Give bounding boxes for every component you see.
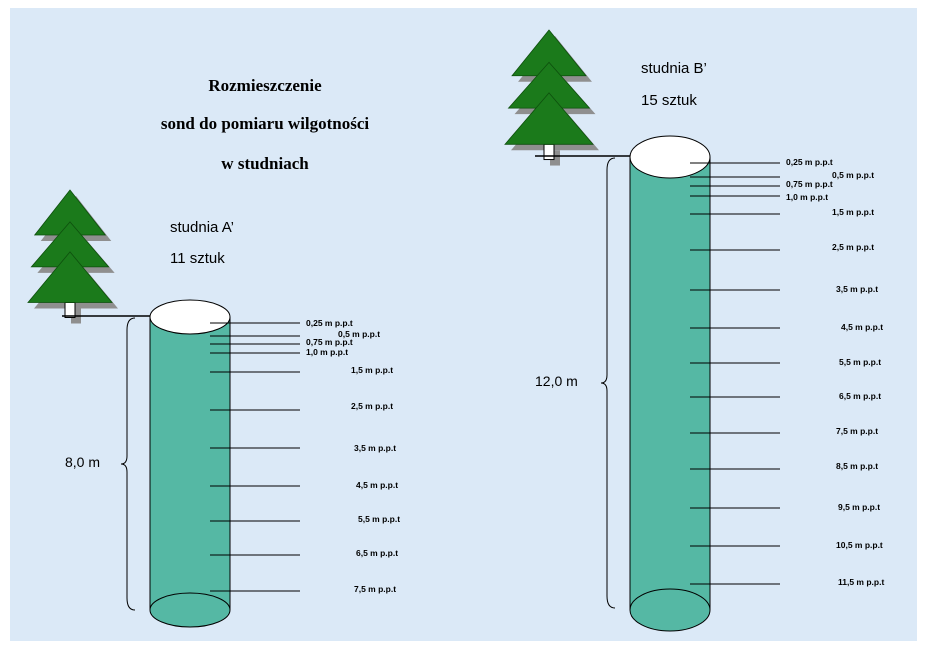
well-a-height-label: 8,0 m: [65, 454, 100, 470]
well-body: [630, 157, 710, 610]
tree-foliage: [27, 251, 113, 303]
probe-label: 7,5 m p.p.t: [836, 426, 878, 436]
well-top-opening: [629, 135, 711, 179]
probe-label: 1,0 m p.p.t: [306, 347, 348, 357]
probe-label: 0,5 m p.p.t: [338, 329, 380, 339]
well-bottom: [149, 592, 231, 628]
probe-label: 5,5 m p.p.t: [358, 514, 400, 524]
well-body: [150, 317, 230, 610]
well-b-height-label: 12,0 m: [535, 373, 578, 389]
probe-label: 6,5 m p.p.t: [839, 391, 881, 401]
tree-foliage: [504, 92, 594, 145]
tree-icon: [27, 189, 118, 324]
probe-label: 9,5 m p.p.t: [838, 502, 880, 512]
probe-label: 0,75 m p.p.t: [306, 337, 353, 347]
well-b: [629, 135, 711, 632]
tree-icon: [504, 29, 599, 166]
probe-label: 0,25 m p.p.t: [786, 157, 833, 167]
probe-label: 2,5 m p.p.t: [351, 401, 393, 411]
probe-label: 11,5 m p.p.t: [838, 577, 884, 587]
trees: [27, 29, 599, 324]
probe-label: 3,5 m p.p.t: [836, 284, 878, 294]
well-a-name: studnia A’: [170, 219, 234, 236]
probe-label: 0,75 m p.p.t: [786, 179, 833, 189]
probe-label: 10,5 m p.p.t: [836, 540, 883, 550]
probe-markers: 0,25 m p.p.t0,5 m p.p.t0,75 m p.p.t1,0 m…: [210, 157, 884, 594]
probe-label: 1,5 m p.p.t: [832, 207, 874, 217]
probe-label: 4,5 m p.p.t: [356, 480, 398, 490]
probe-label: 6,5 m p.p.t: [356, 548, 398, 558]
well-bottom: [629, 588, 711, 632]
well-b-name: studnia B’: [641, 60, 707, 77]
probe-label: 0,25 m p.p.t: [306, 318, 353, 328]
probe-label: 7,5 m p.p.t: [354, 584, 396, 594]
ground-lines: [62, 155, 630, 317]
brace-well-a: [120, 317, 136, 611]
well-b-count: 15 sztuk: [641, 92, 697, 109]
title-line-2: sond do pomiaru wilgotności: [161, 114, 370, 133]
well-top-opening: [149, 299, 231, 335]
probe-label: 2,5 m p.p.t: [832, 242, 874, 252]
probe-label: 1,0 m p.p.t: [786, 192, 828, 202]
probe-label: 0,5 m p.p.t: [832, 170, 874, 180]
title-line-3: w studniach: [221, 154, 309, 173]
probes-well-a: 0,25 m p.p.t0,5 m p.p.t0,75 m p.p.t1,0 m…: [210, 318, 400, 594]
tree-trunk: [543, 143, 555, 161]
probe-label: 4,5 m p.p.t: [841, 322, 883, 332]
probe-label: 8,5 m p.p.t: [836, 461, 878, 471]
probe-label: 3,5 m p.p.t: [354, 443, 396, 453]
probe-label: 5,5 m p.p.t: [839, 357, 881, 367]
trunk-shadow: [550, 150, 560, 166]
height-braces: [120, 157, 616, 611]
probe-label: 1,5 m p.p.t: [351, 365, 393, 375]
well-a-count: 11 sztuk: [170, 250, 225, 267]
well-a: [149, 299, 231, 628]
title-line-1: Rozmieszczenie: [208, 76, 322, 95]
wells: [149, 135, 711, 632]
brace-well-b: [600, 157, 616, 609]
probes-well-b: 0,25 m p.p.t 0,5 m p.p.t0,75 m p.p.t 1,0 m…: [690, 157, 884, 587]
